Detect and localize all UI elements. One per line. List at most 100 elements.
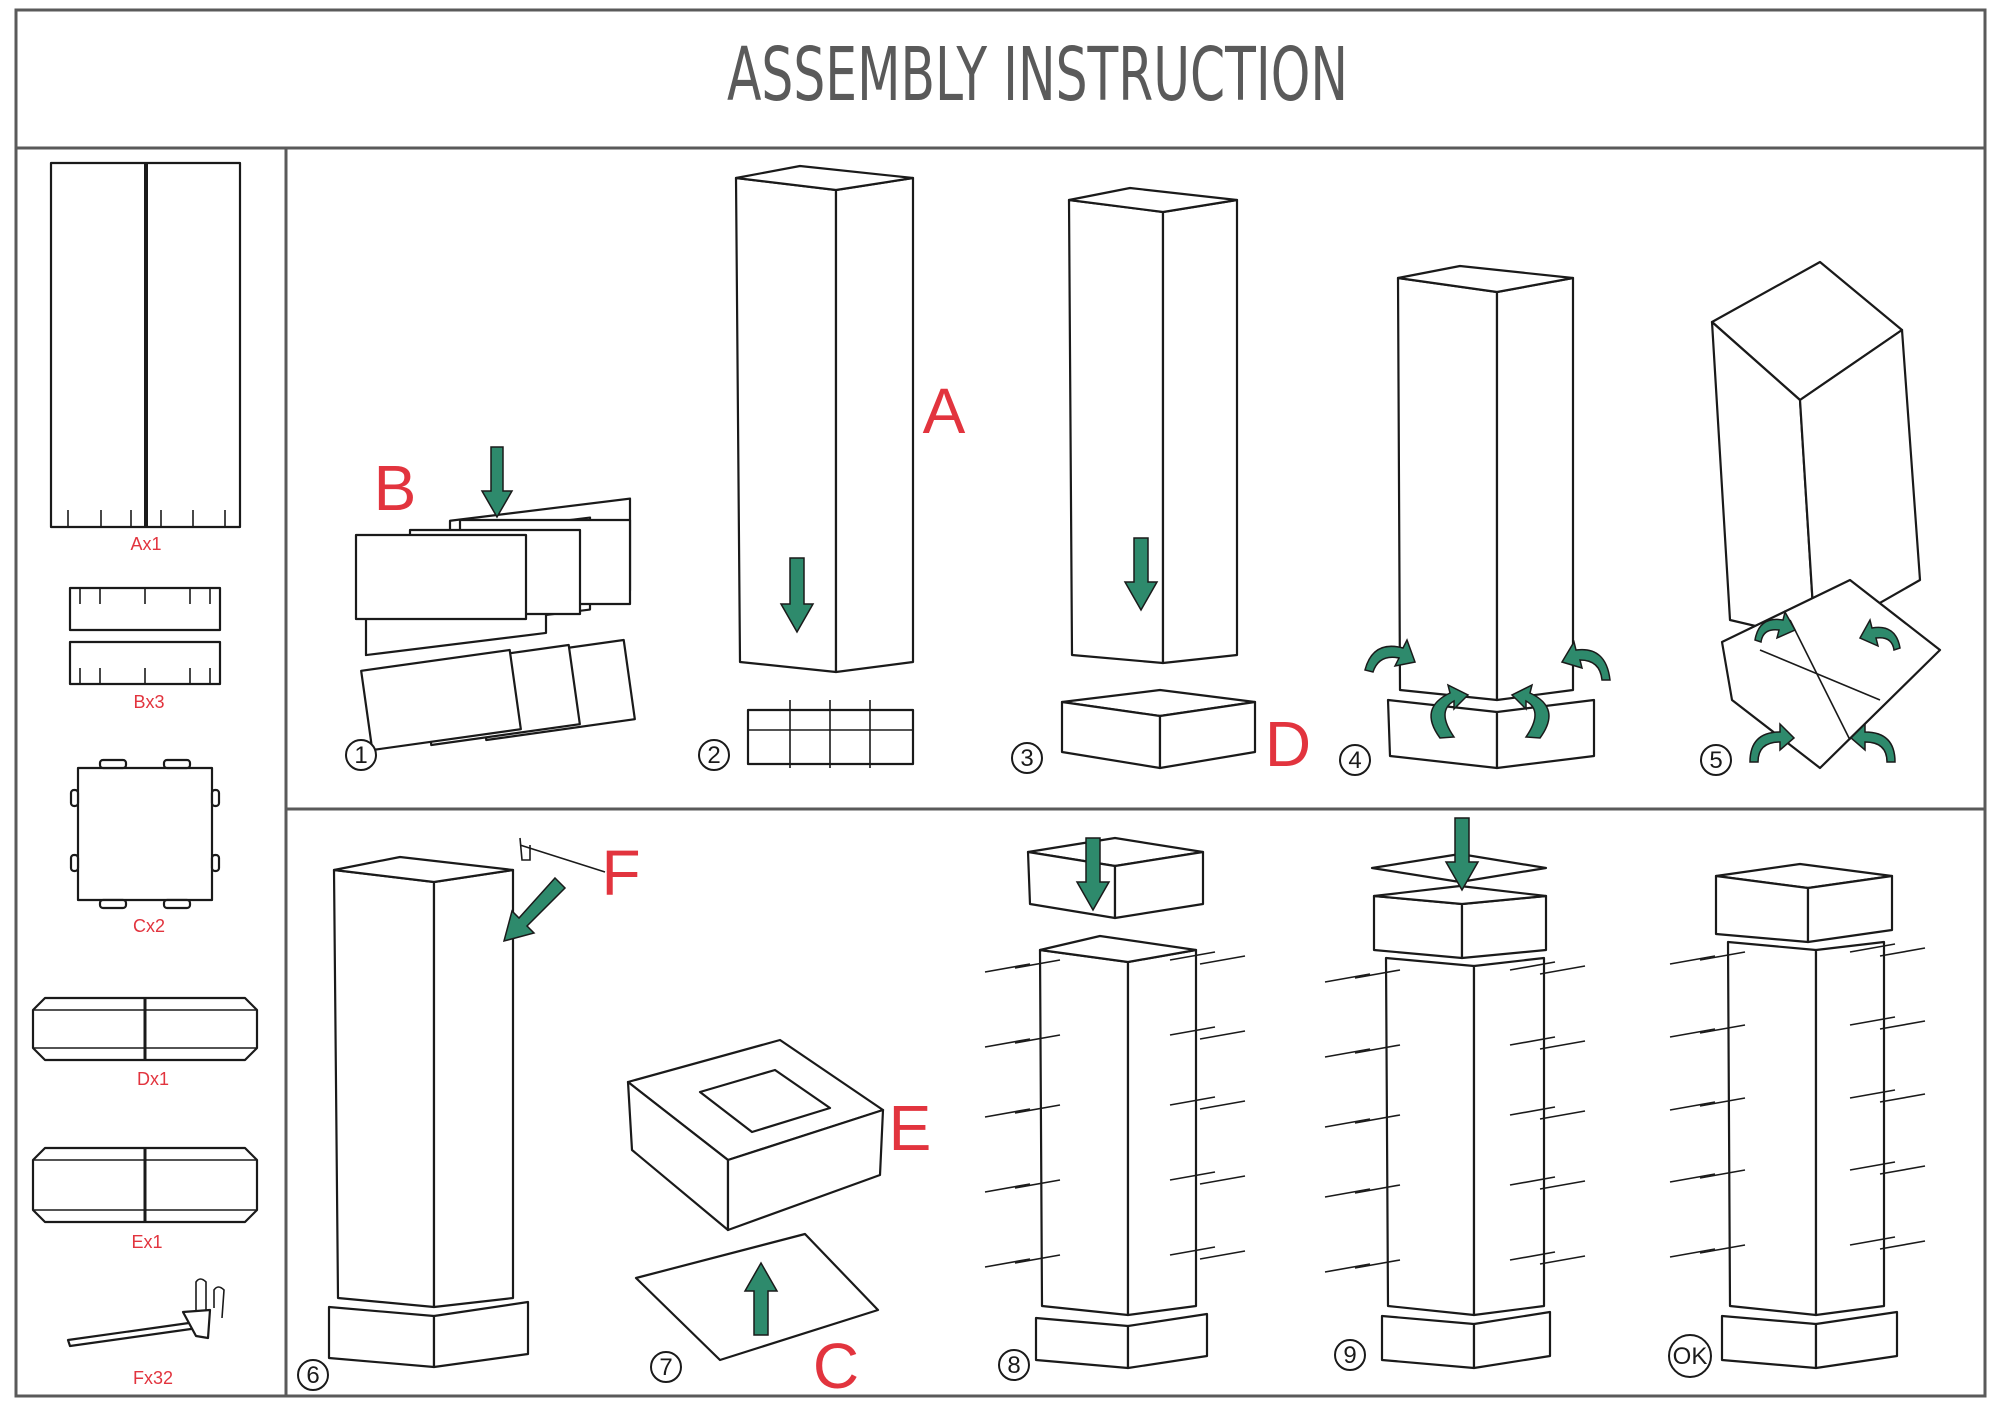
hook [984, 1258, 1031, 1268]
part-e-label: Ex1 [131, 1232, 162, 1252]
step-4-number-badge: 4 [1339, 744, 1371, 776]
step-7-part-label-c: C [813, 1330, 859, 1402]
part-f-label: Fx32 [133, 1368, 173, 1388]
step-8-number-badge: 8 [998, 1349, 1030, 1381]
step-7-box-e [626, 1038, 885, 1232]
hook [1169, 1246, 1216, 1256]
part-b-label: Bx3 [133, 692, 164, 712]
step-6-tower [327, 855, 530, 1369]
hook [1669, 1173, 1716, 1183]
step-number: 8 [1007, 1352, 1020, 1379]
page-title: ASSEMBLY INSTRUCTION [727, 32, 1348, 118]
part-b-panels [68, 586, 222, 686]
step-number: OK [1673, 1343, 1708, 1370]
hook [984, 1183, 1031, 1193]
hook [1509, 1036, 1556, 1046]
hook [1699, 1097, 1746, 1107]
part-d-label: Dx1 [137, 1069, 169, 1089]
step-9-tower [1370, 852, 1552, 1370]
down-arrow-icon [1444, 817, 1480, 892]
hook [1669, 1028, 1716, 1038]
hook [1509, 961, 1556, 971]
hook [1169, 1096, 1216, 1106]
hook [1699, 951, 1746, 961]
step-3-base-d [1060, 688, 1257, 770]
hook [1199, 1250, 1246, 1260]
hook [1354, 1044, 1401, 1054]
hook [1849, 1016, 1896, 1026]
hook [1879, 947, 1926, 957]
hook [1669, 1101, 1716, 1111]
down-arrow-icon [1075, 837, 1111, 912]
hook [1539, 1180, 1586, 1190]
curved-arrow-icon [1364, 638, 1417, 673]
hook [984, 1038, 1031, 1048]
step-number: 2 [707, 742, 720, 769]
hook [1324, 1263, 1371, 1273]
hook [1849, 1236, 1896, 1246]
step-8-tower [1026, 836, 1209, 1370]
up-arrow-icon [743, 1261, 779, 1336]
hook [1849, 943, 1896, 953]
hook [1354, 1259, 1401, 1269]
hook [1199, 1175, 1246, 1185]
curved-arrow-icon [1430, 683, 1470, 739]
step-number: 1 [354, 742, 367, 769]
step-7-number-badge: 7 [650, 1351, 682, 1383]
curved-arrow-icon [1858, 617, 1901, 651]
hook [1199, 1030, 1246, 1040]
step-7-part-label-e: E [889, 1092, 932, 1164]
down-arrow-icon [779, 557, 815, 634]
down-arrow-icon [502, 876, 567, 943]
hook [1169, 1171, 1216, 1181]
hook [1509, 1251, 1556, 1261]
hook [1849, 1089, 1896, 1099]
step-badges: 1 2 3 4 5 6 7 8 9 OK [297, 739, 1732, 1391]
hook [1879, 1165, 1926, 1175]
step-4-tower [1386, 264, 1596, 770]
part-a-label: Ax1 [130, 534, 161, 554]
hook [1669, 955, 1716, 965]
outer-frame [14, 8, 1987, 1398]
step-5-tilted-tower [1710, 260, 1942, 770]
part-f-hook [66, 1278, 225, 1348]
down-arrow-icon [480, 446, 514, 519]
hook [1014, 1034, 1061, 1044]
step-6-hook [519, 837, 606, 873]
step-number: 7 [659, 1354, 672, 1381]
hook [1324, 973, 1371, 983]
step-number: 9 [1343, 1342, 1356, 1369]
step-2-divider-grid [746, 700, 915, 768]
step-9-hooks [1324, 961, 1586, 1273]
step-number: 5 [1709, 747, 1722, 774]
part-c-tray [69, 758, 221, 910]
step-number: 3 [1020, 745, 1033, 772]
hook [1324, 1188, 1371, 1198]
hook [1354, 1184, 1401, 1194]
hook [1699, 1024, 1746, 1034]
step-10-number-badge: OK [1668, 1334, 1712, 1378]
hook [1354, 969, 1401, 979]
hook [984, 963, 1031, 973]
hook [1509, 1176, 1556, 1186]
part-c-label: Cx2 [133, 916, 165, 936]
hook [1324, 1048, 1371, 1058]
step-number: 6 [306, 1362, 319, 1389]
step-4-curved-arrows [1364, 638, 1611, 739]
curved-arrow-icon [1510, 683, 1550, 739]
hook [1509, 1106, 1556, 1116]
step-2-part-label: A [923, 375, 966, 447]
step-2-number-badge: 2 [698, 739, 730, 771]
hook [984, 1108, 1031, 1118]
hook [1539, 1255, 1586, 1265]
step-5-curved-arrows [1749, 609, 1901, 763]
finished-hooks [1669, 943, 1926, 1258]
hook [1879, 1240, 1926, 1250]
hook [1539, 965, 1586, 975]
hook [1539, 1040, 1586, 1050]
step-3-number-badge: 3 [1011, 742, 1043, 774]
step-1-dividers [354, 497, 636, 752]
step-2-tower [734, 164, 915, 674]
step-number: 4 [1348, 747, 1361, 774]
